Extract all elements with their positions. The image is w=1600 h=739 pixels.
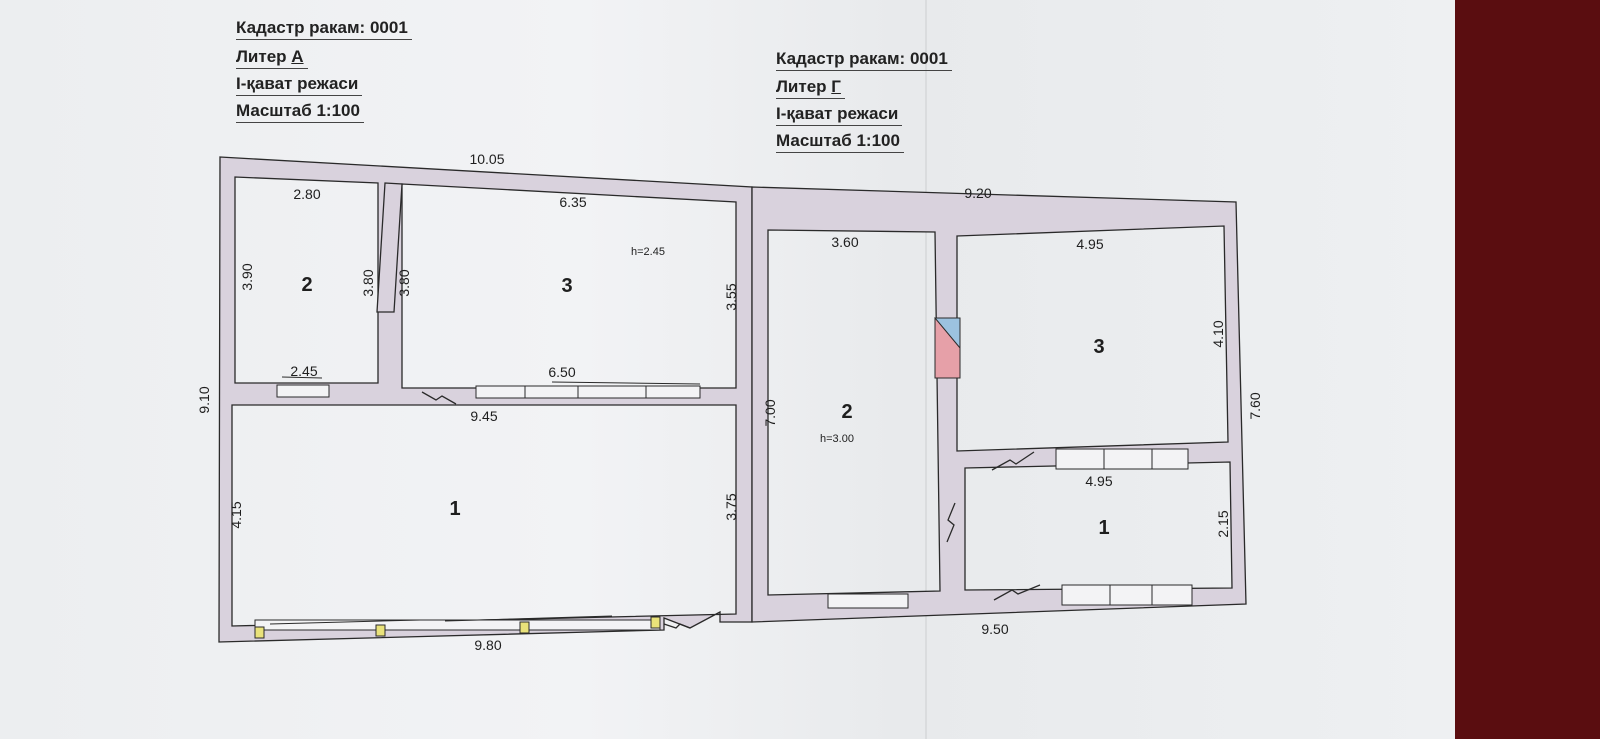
scale-label: Масштаб	[236, 101, 312, 120]
door	[663, 623, 691, 629]
window	[276, 384, 330, 398]
dim-mid-wall: 9.45	[470, 408, 497, 424]
ceiling-height-a: h=2.45	[631, 246, 665, 258]
scale-value: 1:100	[316, 101, 360, 120]
room-number: 1	[449, 498, 460, 520]
window	[254, 619, 661, 631]
door	[991, 451, 1035, 471]
paper-fold	[925, 0, 927, 739]
room-number: 2	[841, 401, 852, 423]
window-post	[519, 621, 530, 634]
dim-top-room3: 6.35	[559, 194, 586, 210]
building-a-walls	[218, 156, 753, 643]
liter-line: Литер А	[236, 47, 308, 69]
door	[421, 391, 457, 405]
dim-top-room2: 2.80	[293, 186, 320, 202]
room-number: 2	[301, 274, 312, 296]
liter-label: Литер	[236, 47, 287, 66]
building-a-partition	[376, 182, 403, 313]
scale-label: Масштаб	[776, 131, 852, 150]
dim-mid-room2: 2.45	[290, 363, 317, 379]
background-carpet	[1440, 0, 1600, 739]
floor-plan-line: I-қават режаси	[236, 74, 363, 96]
dim-right-room1: 3.75	[723, 493, 739, 520]
door	[993, 584, 1041, 601]
floor-plan-line: I-қават режаси	[776, 104, 903, 126]
dim-bottom-total: 9.50	[981, 621, 1008, 637]
window-post	[254, 626, 265, 639]
windows	[254, 384, 1193, 631]
dim-top-total: 9.20	[964, 185, 991, 201]
window	[475, 385, 701, 399]
dim-top-total: 10.05	[469, 151, 504, 167]
liter-value: Г	[831, 77, 841, 96]
cadastre-label: Кадастр ракам:	[236, 18, 366, 37]
window-post	[650, 616, 661, 629]
stove-blue	[933, 317, 961, 350]
dim-right-total: 7.60	[1247, 392, 1263, 419]
window	[827, 593, 909, 609]
dim-partition-left: 3.80	[360, 269, 376, 296]
dim-left-room2: 3.90	[239, 263, 255, 290]
cadastre-line: Кадастр ракам: 0001	[236, 18, 412, 40]
window-posts	[254, 616, 661, 639]
dimension-strokes	[269, 376, 701, 625]
dim-right-room1: 2.15	[1215, 510, 1231, 537]
dim-left-room1: 4.15	[228, 501, 244, 528]
liter-line: Литер Г	[776, 77, 845, 99]
window-post	[375, 624, 386, 637]
scale-line: Масштаб 1:100	[776, 131, 904, 153]
scale-line: Масштаб 1:100	[236, 101, 364, 123]
window	[1061, 584, 1193, 606]
floor-plan-title: I-қават режаси	[776, 104, 899, 123]
liter-value: А	[291, 47, 304, 66]
dim-partition-right: 3.80	[396, 269, 412, 296]
dim-mid-room1: 4.95	[1085, 473, 1112, 489]
room-number: 1	[1098, 517, 1109, 539]
room-number: 3	[561, 275, 572, 297]
dim-left-total: 9.10	[196, 386, 212, 413]
cadastre-number: 0001	[369, 18, 408, 37]
dim-right-room3: 4.10	[1210, 320, 1226, 347]
dim-bottom-total: 9.80	[474, 637, 501, 653]
cadastre-label: Кадастр ракам:	[776, 49, 906, 68]
dim-mid-room3: 6.50	[548, 364, 575, 380]
window	[1055, 448, 1189, 470]
building-g-walls	[751, 186, 1247, 623]
cadastre-line: Кадастр ракам: 0001	[776, 49, 952, 71]
room-number: 3	[1093, 336, 1104, 358]
ceiling-height-g: h=3.00	[820, 433, 854, 445]
dim-right-room3: 3.55	[723, 283, 739, 310]
scale-value: 1:100	[856, 131, 900, 150]
door	[946, 502, 956, 543]
dim-top-room2: 3.60	[831, 234, 858, 250]
dim-left-room2: 7.00	[762, 399, 778, 426]
dim-top-room3: 4.95	[1076, 236, 1103, 252]
floor-plan-title: I-қават режаси	[236, 74, 359, 93]
liter-label: Литер	[776, 77, 827, 96]
doors	[421, 391, 1041, 629]
cadastre-number: 0001	[909, 49, 948, 68]
